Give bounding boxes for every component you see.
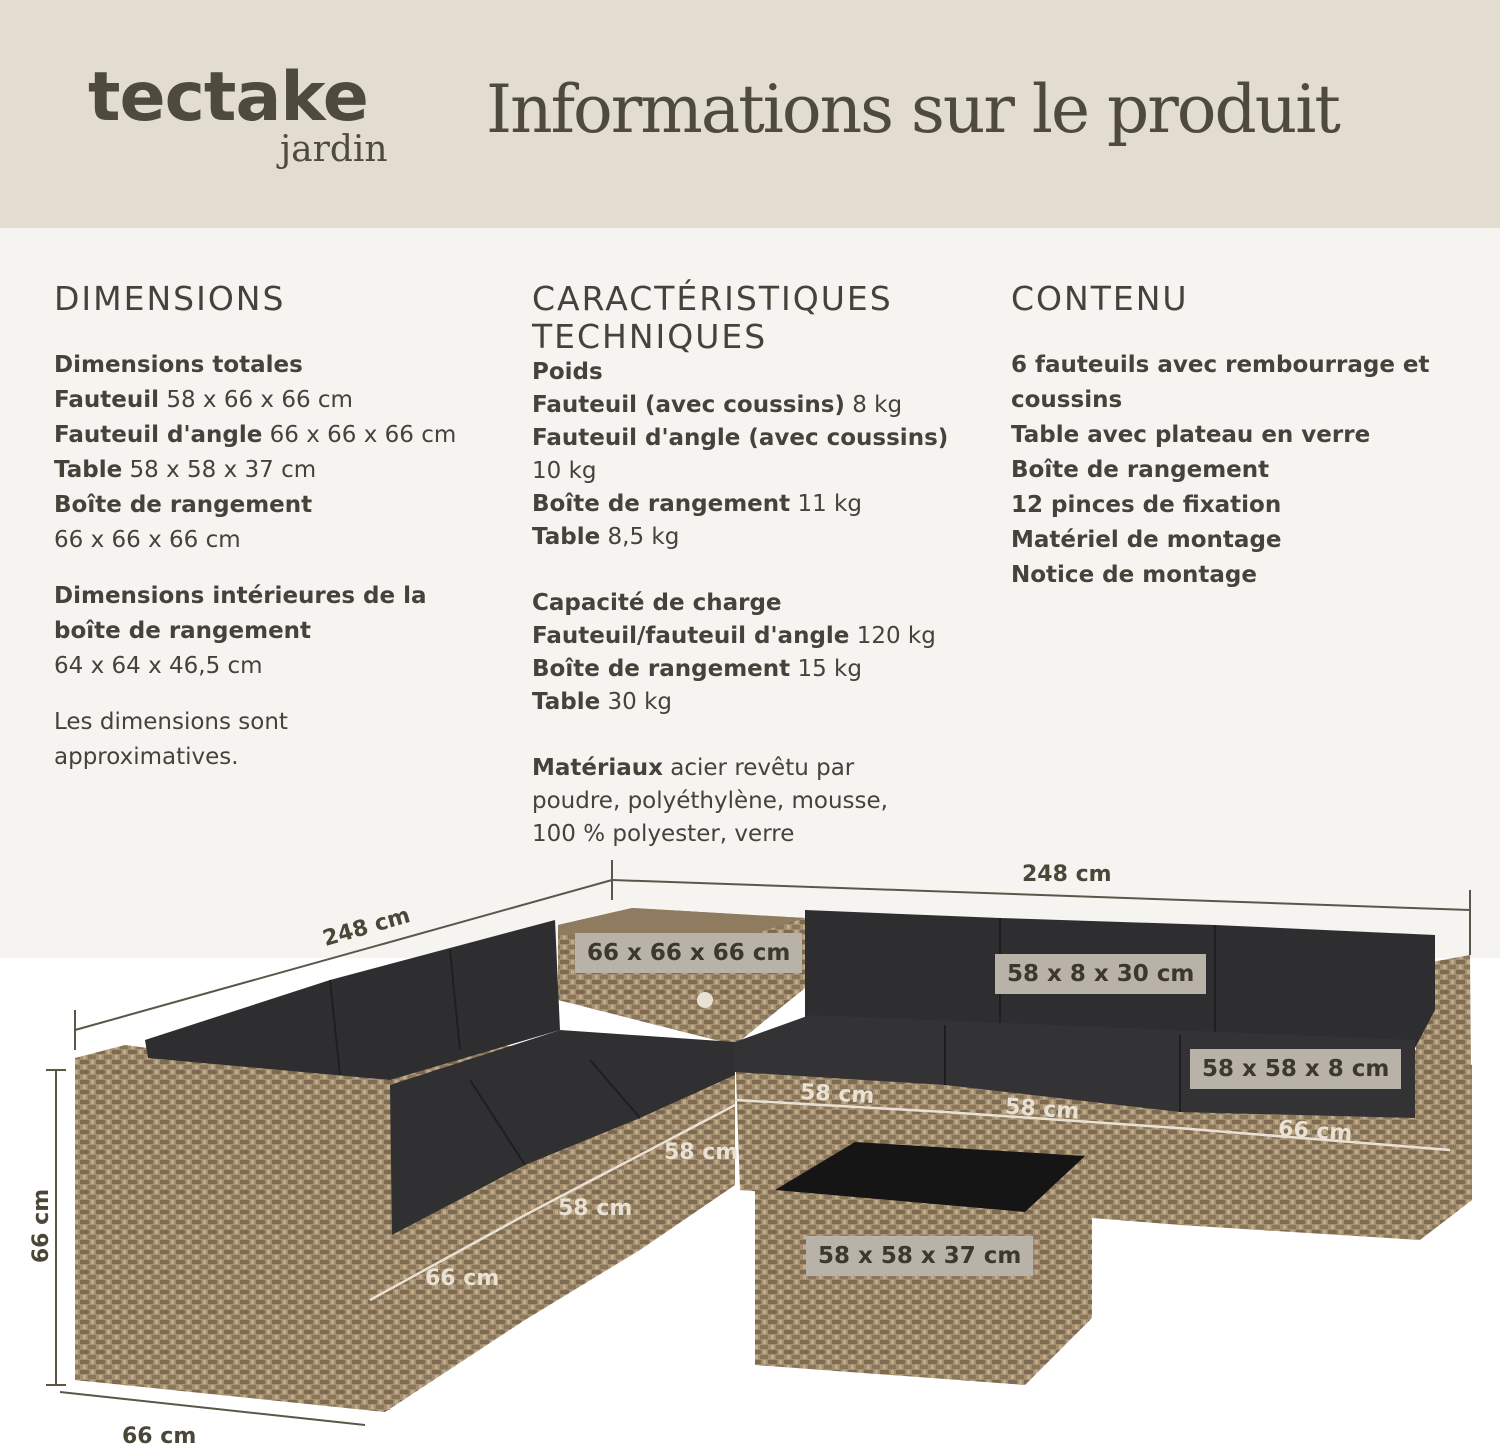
left-sofa-arm	[75, 1045, 390, 1410]
dimension-lines	[46, 860, 1471, 1426]
armchair-dimensions: Fauteuil 58 x 66 x 66 cm	[54, 387, 353, 413]
contents-item: 12 pinces de fixation	[1011, 492, 1282, 518]
backrest-size-tag: 58 x 8 x 30 cm	[995, 954, 1207, 994]
table-dimensions: Table 58 x 58 x 37 cm	[54, 457, 317, 483]
weight-armchair: Fauteuil (avec coussins) 8 kg	[532, 392, 903, 418]
segment-lines	[369, 1098, 1451, 1302]
segment-label: 58 cm	[1004, 1094, 1081, 1125]
header-banner: tectake jardin Informations sur le produ…	[0, 0, 1500, 228]
left-backrest	[145, 920, 560, 1080]
brand-logo-subtitle: jardin	[280, 129, 388, 170]
load-box: Boîte de rangement 15 kg	[532, 656, 862, 682]
box-dimensions-label: Boîte de rangement	[54, 492, 313, 518]
load-armchair: Fauteuil/fauteuil d'angle 120 kg	[532, 623, 936, 649]
corner-dimensions: Fauteuil d'angle 66 x 66 x 66 cm	[54, 422, 457, 448]
right-sofa-arm	[1415, 955, 1472, 1238]
box-dimensions-value: 66 x 66 x 66 cm	[54, 527, 241, 553]
page-title: Informations sur le produit	[486, 71, 1341, 148]
contents-item: Table avec plateau en verre	[1011, 422, 1371, 448]
length-label-right: 248 cm	[1022, 862, 1112, 887]
table-size-tag: 58 x 58 x 37 cm	[806, 1236, 1034, 1276]
storage-box-size-tag: 66 x 66 x 66 cm	[575, 933, 803, 973]
segment-label: 58 cm	[664, 1140, 739, 1165]
inner-dimensions-value: 64 x 64 x 46,5 cm	[54, 653, 263, 679]
right-seat-cushions	[735, 1015, 1415, 1118]
contents-title: CONTENU	[1011, 279, 1189, 318]
overall-dimensions-heading: Dimensions totales	[54, 352, 303, 378]
height-label: 66 cm	[29, 1188, 55, 1264]
depth-label: 66 cm	[122, 1424, 197, 1449]
contents-item: Notice de montage	[1011, 562, 1257, 588]
dimensions-note-2: approximatives.	[54, 744, 239, 770]
materials-2: poudre, polyéthylène, mousse,	[532, 788, 888, 814]
materials: Matériaux acier revêtu par	[532, 755, 855, 781]
segment-label: 66 cm	[425, 1266, 500, 1291]
segment-label: 58 cm	[799, 1080, 875, 1109]
weight-table: Table 8,5 kg	[532, 524, 680, 550]
materials-3: 100 % polyester, verre	[532, 821, 795, 847]
contents-item: coussins	[1011, 387, 1123, 413]
load-heading: Capacité de charge	[532, 590, 782, 616]
weight-box: Boîte de rangement 11 kg	[532, 491, 862, 517]
info-section: DIMENSIONS Dimensions totales Fauteuil 5…	[0, 228, 1500, 958]
dimensions-title: DIMENSIONS	[54, 279, 286, 318]
segment-label: 58 cm	[558, 1196, 633, 1221]
brand-logo: tectake	[88, 58, 369, 137]
load-table: Table 30 kg	[532, 689, 673, 715]
storage-box-lid	[558, 908, 805, 940]
inner-dimensions-heading: Dimensions intérieures de la	[54, 583, 427, 609]
inner-dimensions-heading-2: boîte de rangement	[54, 618, 312, 644]
weight-corner-label: Fauteuil d'angle (avec coussins)	[532, 425, 949, 451]
dimensions-note: Les dimensions sont	[54, 709, 288, 735]
contents-column: CONTENU 6 fauteuils avec rembourrage et …	[1011, 280, 1461, 593]
dimensions-column: DIMENSIONS Dimensions totales Fauteuil 5…	[54, 280, 504, 775]
segment-label: 66 cm	[1277, 1116, 1354, 1147]
left-seat-cushions	[390, 1030, 735, 1235]
contents-item: Matériel de montage	[1011, 527, 1282, 553]
weight-corner-value: 10 kg	[532, 458, 597, 484]
contents-item: 6 fauteuils avec rembourrage et	[1011, 352, 1430, 378]
contents-item: Boîte de rangement	[1011, 457, 1270, 483]
specs-title: CARACTÉRISTIQUES TECHNIQUES	[532, 279, 893, 356]
specs-column: CARACTÉRISTIQUES TECHNIQUES Poids Fauteu…	[532, 280, 972, 851]
weight-heading: Poids	[532, 359, 603, 385]
coffee-table-glass	[775, 1142, 1085, 1212]
cushion-size-tag: 58 x 58 x 8 cm	[1190, 1049, 1402, 1089]
